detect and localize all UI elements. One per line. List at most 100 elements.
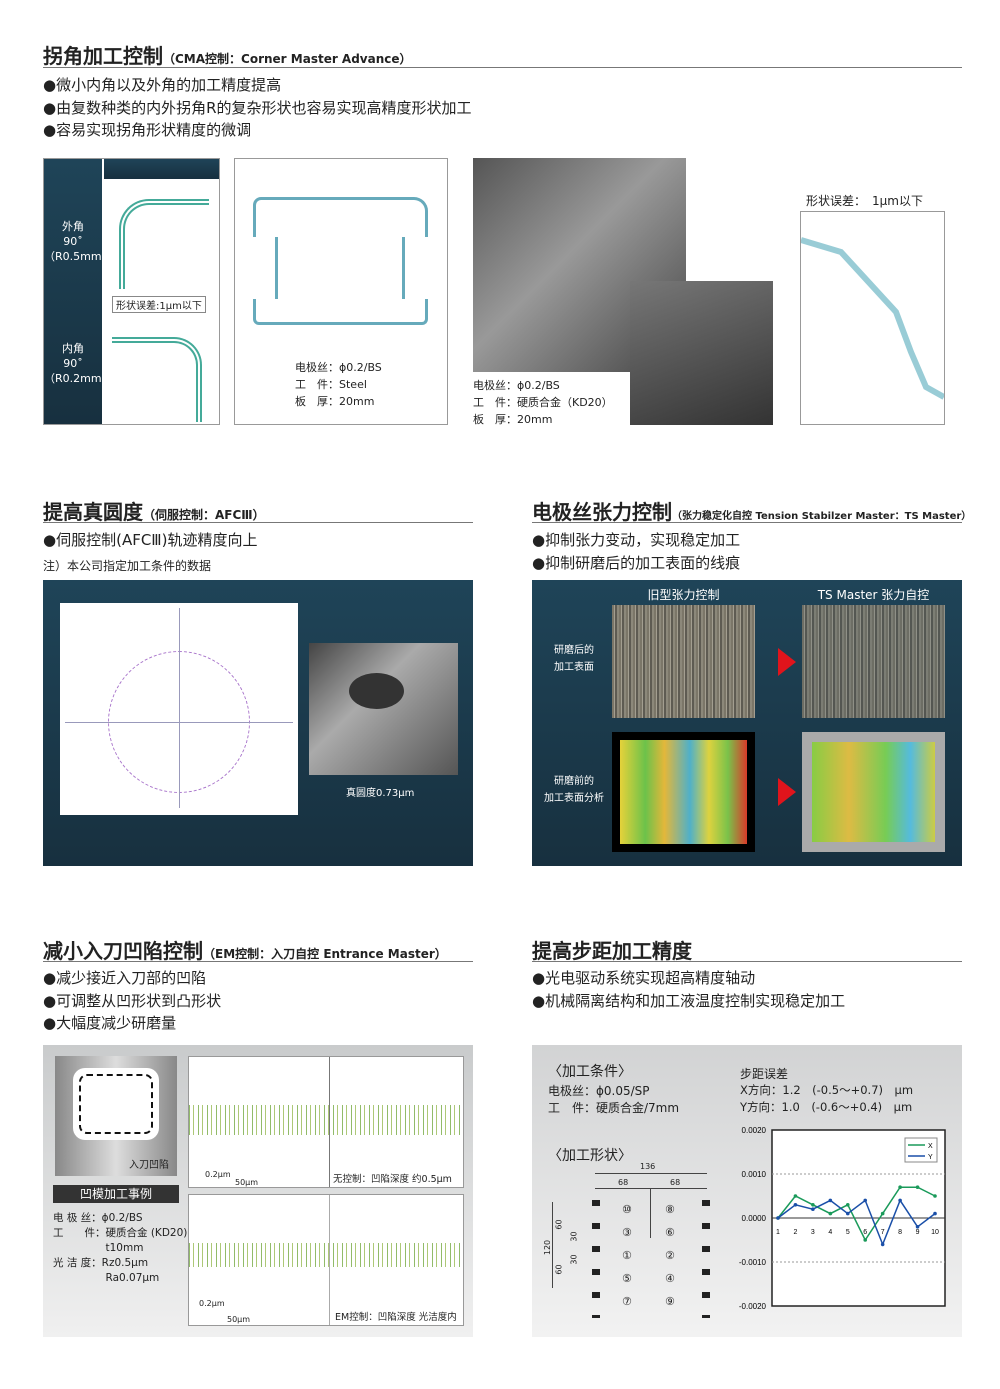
analysis-old [612, 732, 755, 852]
arrow-right-icon [778, 648, 796, 676]
x-tick-label: 3 [811, 1229, 815, 1236]
roundness-value: 真圆度0.73μm [346, 788, 415, 799]
round-hole-photo [309, 643, 458, 775]
x-tick-label: 9 [916, 1229, 920, 1236]
x-tick-label: 1 [776, 1229, 780, 1236]
divider [43, 522, 473, 523]
error-label-d: 形状误差： 1μm以下 [806, 194, 923, 208]
bullets-pitch: ●光电驱动系统实现超高精度轴动●机械隔离结构和加工液温度控制实现稳定加工 [532, 969, 846, 1010]
tension-panel: 旧型张力控制 TS Master 张力自控 研磨后的加工表面 研磨前的加工表面分… [532, 580, 962, 866]
data-point-X [898, 1185, 902, 1189]
data-point-Y [915, 1225, 920, 1229]
legend-label: X [928, 1143, 933, 1150]
surface-old-photo [612, 605, 755, 718]
data-point-X [828, 1211, 833, 1216]
data-point-Y [776, 1216, 780, 1220]
dent-label: 入刀凹陷 [129, 1160, 169, 1171]
shape-title: 〈加工形状〉 [548, 1148, 632, 1164]
error-label: 形状误差:1μm以下 [112, 296, 206, 313]
section-title-corner: 拐角加工控制（CMA控制：Corner Master Advance） [43, 44, 412, 68]
x-tick-label: 10 [931, 1229, 939, 1236]
bullet: ●由复数种类的内外拐角R的复杂形状也容易实现高精度形状加工 [43, 98, 472, 117]
data-point-Y [933, 1211, 937, 1216]
err-y: Y方向：1.0 (-0.6～+0.4) μm [740, 1100, 913, 1114]
x-tick-label: 5 [846, 1229, 850, 1236]
data-point-Y [828, 1198, 833, 1203]
section-title-entrance: 减小入刀凹陷控制（EM控制：入刀自控 Entrance Master） [43, 939, 447, 963]
data-point-Y [811, 1207, 815, 1211]
note: 注）本公司指定加工条件的数据 [43, 559, 212, 573]
row-label-1: 研磨后的加工表面 [554, 645, 594, 673]
y-tick-label: 0.0010 [742, 1170, 767, 1179]
x-tick-label: 4 [828, 1229, 832, 1236]
y-tick-label: -0.0020 [739, 1302, 767, 1311]
section-title-tension: 电极丝张力控制（张力稳定化自控 Tension Stabilzer Master… [532, 500, 972, 524]
data-point-X [863, 1238, 868, 1242]
workpiece-closeup-photo [630, 281, 773, 425]
error-trace [800, 237, 946, 400]
series-line-Y [777, 1198, 936, 1247]
analysis-ts [802, 732, 945, 852]
legend-label: Y [928, 1154, 933, 1161]
pitch-error-chart: 0.0020 0.0010 0.0000 -0.0010 -0.0020 1 2 3 4 5 6 7 8… [739, 1126, 946, 1311]
col-label-ts: TS Master 张力自控 [817, 588, 930, 602]
data-point-Y [793, 1203, 798, 1207]
x-tick-label: 8 [898, 1229, 902, 1236]
surface-ts-photo [802, 605, 945, 718]
data-point-X [880, 1211, 885, 1216]
section-title-pitch: 提高步距加工精度 [532, 939, 692, 963]
col-label-old: 旧型张力控制 [647, 588, 720, 602]
data-point-X [811, 1203, 815, 1207]
example-label: 凹模加工事例 [53, 1185, 179, 1203]
x-tick-label: 6 [863, 1229, 867, 1236]
y-tick-label: 0.0000 [742, 1214, 767, 1223]
y-tick-label: -0.0010 [739, 1258, 767, 1267]
roundness-plot [60, 603, 298, 815]
caption-uncontrolled: 无控制：凹陷深度 约0.5μm [333, 1174, 452, 1185]
data-point-X [793, 1194, 798, 1198]
x-tick-label: 2 [793, 1229, 797, 1236]
data-point-X [845, 1203, 850, 1207]
data-point-Y [863, 1198, 868, 1203]
err-x: X方向：1.2 (-0.5～+0.7) μm [740, 1083, 914, 1097]
caption-em: EM控制：凹陷深度 光洁度内 [335, 1312, 457, 1323]
y-tick-label: 0.0020 [742, 1126, 767, 1135]
x-tick-label: 7 [881, 1229, 885, 1236]
arrow-right-icon [778, 778, 796, 806]
legend [904, 1137, 938, 1163]
divider [43, 67, 962, 68]
bullets-entrance: ●减少接近入刀部的凹陷●可调整从凹形状到凸形状●大幅度减少研磨量 [43, 969, 222, 1032]
data-point-Y [845, 1211, 850, 1216]
err-title: 步距误差 [740, 1067, 789, 1081]
row-label-2: 研磨前的加工表面分析 [544, 776, 604, 804]
bullets-tension: ●抑制张力变动，实现稳定加工●抑制研磨后的加工表面的线痕 [532, 531, 741, 572]
divider [43, 961, 473, 962]
section-title-roundness: 提高真圆度（伺服控制：AFCⅢ） [43, 500, 265, 524]
divider [532, 522, 962, 523]
bullet: ●微小内角以及外角的加工精度提高 [43, 76, 282, 94]
bullet: ●伺服控制(AFCⅢ)轨迹精度向上 [43, 531, 258, 549]
bullet: ●容易实现拐角形状精度的微调 [43, 121, 252, 139]
data-point-Y [898, 1198, 902, 1203]
data-point-Y [880, 1242, 885, 1247]
series-line-X [777, 1186, 936, 1242]
cond-title: 〈加工条件〉 [548, 1064, 632, 1080]
data-point-X [915, 1185, 920, 1189]
die-diagram: 入刀凹陷 [55, 1056, 177, 1176]
error-trace-panel [800, 211, 946, 425]
divider [532, 961, 962, 962]
bullets-corner: ●微小内角以及外角的加工精度提高 ●由复数种类的内外拐角R的复杂形状也容易实现高… [43, 74, 472, 142]
